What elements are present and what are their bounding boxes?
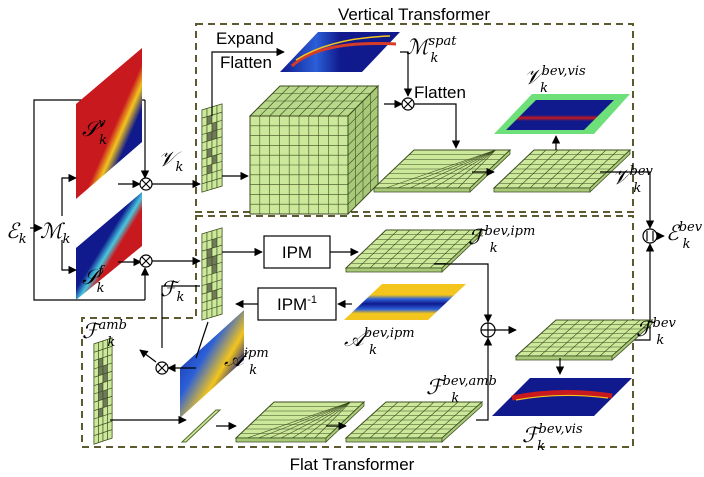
- arrow-expand: [211, 47, 285, 116]
- arrow-amb-to-add: [476, 337, 493, 421]
- multiply-op-f: [139, 254, 153, 268]
- ipm-inverse-label: IPM-1: [277, 294, 317, 314]
- feature-map-famb: [93, 337, 113, 445]
- expand-label: Expand: [216, 29, 274, 48]
- bev-plane-v1: [372, 149, 512, 193]
- arrow-fk-to-mult-amb: [195, 321, 209, 359]
- flat-transformer-box: [81, 215, 634, 448]
- arrow-fk-to-multamb-top: [161, 285, 200, 348]
- bev-ipm-attention-map: [344, 284, 466, 320]
- bev-plane-v2: [492, 149, 632, 193]
- symbol-v-k: 𝒱k: [158, 147, 184, 175]
- arrow-flatten-to-vbev1: [414, 103, 461, 149]
- symbol-e-k: ℰk: [6, 219, 27, 247]
- concat-op: [642, 228, 658, 244]
- arrow-mult-to-famb: [139, 349, 157, 363]
- flatten-label-2: Flatten: [414, 83, 466, 102]
- vertical-transformer-title: Vertical Transformer: [338, 5, 490, 24]
- arrow-mspat-to-mult: [400, 51, 413, 97]
- bev-vis-heatmap-f: [492, 378, 632, 416]
- visibility-map-sv: [76, 48, 142, 199]
- bev-plane-final: [514, 319, 654, 361]
- feature-map-fk: [201, 227, 223, 321]
- arrow-m-to-sv: [61, 173, 77, 216]
- vertical-transformer-box: [195, 23, 634, 213]
- add-op: [480, 322, 496, 338]
- flatten-bar: [180, 409, 222, 443]
- symbol-m-k: ℳk: [40, 219, 70, 247]
- arrow-vbev-to-concat: [600, 171, 655, 229]
- ipm-attention-map: [180, 310, 244, 418]
- flatten-label-1: Flatten: [220, 53, 272, 72]
- flat-transformer-title: Flat Transformer: [290, 455, 415, 474]
- bev-vis-heatmap-v: [494, 94, 630, 134]
- bev-plane-amb1: [234, 401, 366, 443]
- spatial-map-mspat: [280, 32, 400, 72]
- feature-map-vk: [201, 103, 223, 193]
- multiply-op-amb: [155, 361, 169, 375]
- bev-plane-amb2: [344, 401, 484, 443]
- ipm-label: IPM: [282, 243, 312, 262]
- feature-volume-cube: [248, 84, 380, 216]
- arrow-fbev-to-concat: [628, 243, 655, 341]
- flat-map-sf: [76, 192, 142, 300]
- multiply-op-v: [139, 177, 153, 191]
- symbol-f-k: ℱk: [160, 277, 185, 305]
- arrow-m-to-sf: [61, 240, 77, 275]
- bev-plane-ipm: [344, 229, 484, 273]
- multiply-op-spat: [401, 97, 415, 111]
- arrow-ipm-to-add: [434, 263, 493, 323]
